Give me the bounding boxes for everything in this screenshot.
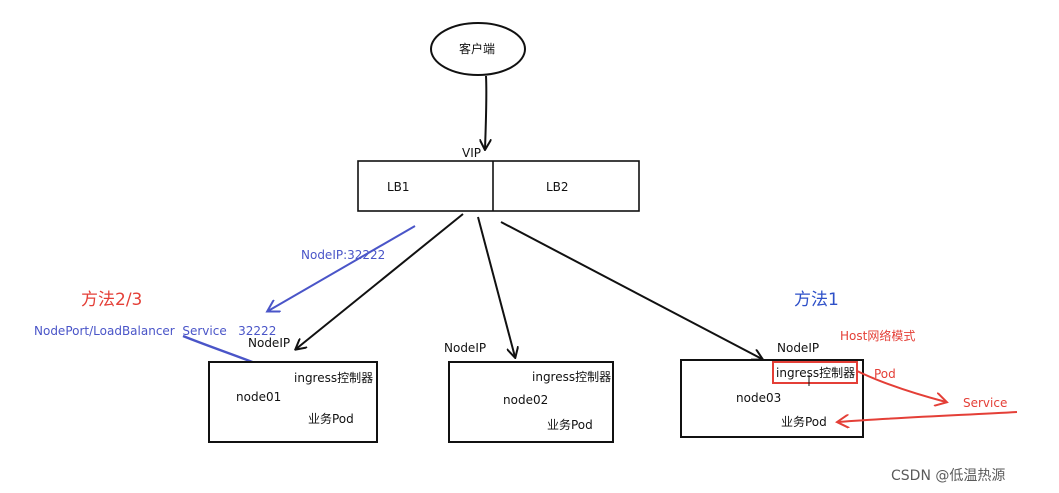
node03-nodeip-label: NodeIP (777, 341, 819, 355)
service-to-workload-arrow (838, 411, 1018, 422)
nodeport-lb-service-label: NodePort/LoadBalancer Service 32222 (34, 324, 276, 338)
lb2-label: LB2 (546, 180, 569, 194)
node02-ingress-label: ingress控制器 (532, 370, 611, 384)
pod-label: Pod (874, 367, 896, 381)
node03-ingress-label: ingress控制器 (776, 366, 855, 380)
client-ellipse (430, 22, 526, 76)
node02-box: NodeIP ingress控制器 node02 业务Pod (444, 341, 614, 443)
node03-name: node03 (736, 391, 781, 405)
host-network-label: Host网络模式 (840, 328, 915, 343)
load-balancer-box: LB1 LB2 (357, 160, 640, 212)
node01-nodeip-label: NodeIP (248, 336, 290, 350)
client-node: 客户端 (430, 22, 526, 76)
node01-name: node01 (236, 390, 281, 404)
lb-to-node02-arrow (477, 216, 515, 357)
method-23-label: 方法2/3 (81, 290, 142, 310)
client-label: 客户端 (459, 41, 495, 56)
node03-box: NodeIP ingress控制器 node03 业务Pod (680, 341, 864, 438)
node01-ingress-label: ingress控制器 (294, 371, 373, 385)
node02-outline (448, 361, 614, 443)
vip-label: VIP (462, 146, 481, 160)
csdn-watermark: CSDN @低温热源 (891, 468, 1005, 484)
lb-outline (357, 160, 640, 212)
client-to-vip-arrow (485, 75, 486, 149)
node02-name: node02 (503, 393, 548, 407)
method-1-label: 方法1 (794, 290, 839, 310)
node03-ingress-highlight (772, 361, 858, 384)
nodeport-32222-label: NodeIP:32222 (301, 248, 385, 262)
node02-workload: 业务Pod (547, 417, 593, 432)
pod-to-service-arrow (856, 370, 946, 402)
node01-workload: 业务Pod (308, 411, 354, 426)
lb-to-node03-arrow (500, 221, 762, 359)
nodeport-arrow (268, 225, 416, 311)
lb1-label: LB1 (387, 180, 410, 194)
node01-outline (208, 361, 378, 443)
node01-box: NodeIP ingress控制器 node01 业务Pod (208, 336, 378, 443)
node02-nodeip-label: NodeIP (444, 341, 486, 355)
node03-workload: 业务Pod (781, 414, 827, 429)
service-label: Service (963, 396, 1007, 410)
lb-to-node01-arrow (296, 213, 464, 349)
